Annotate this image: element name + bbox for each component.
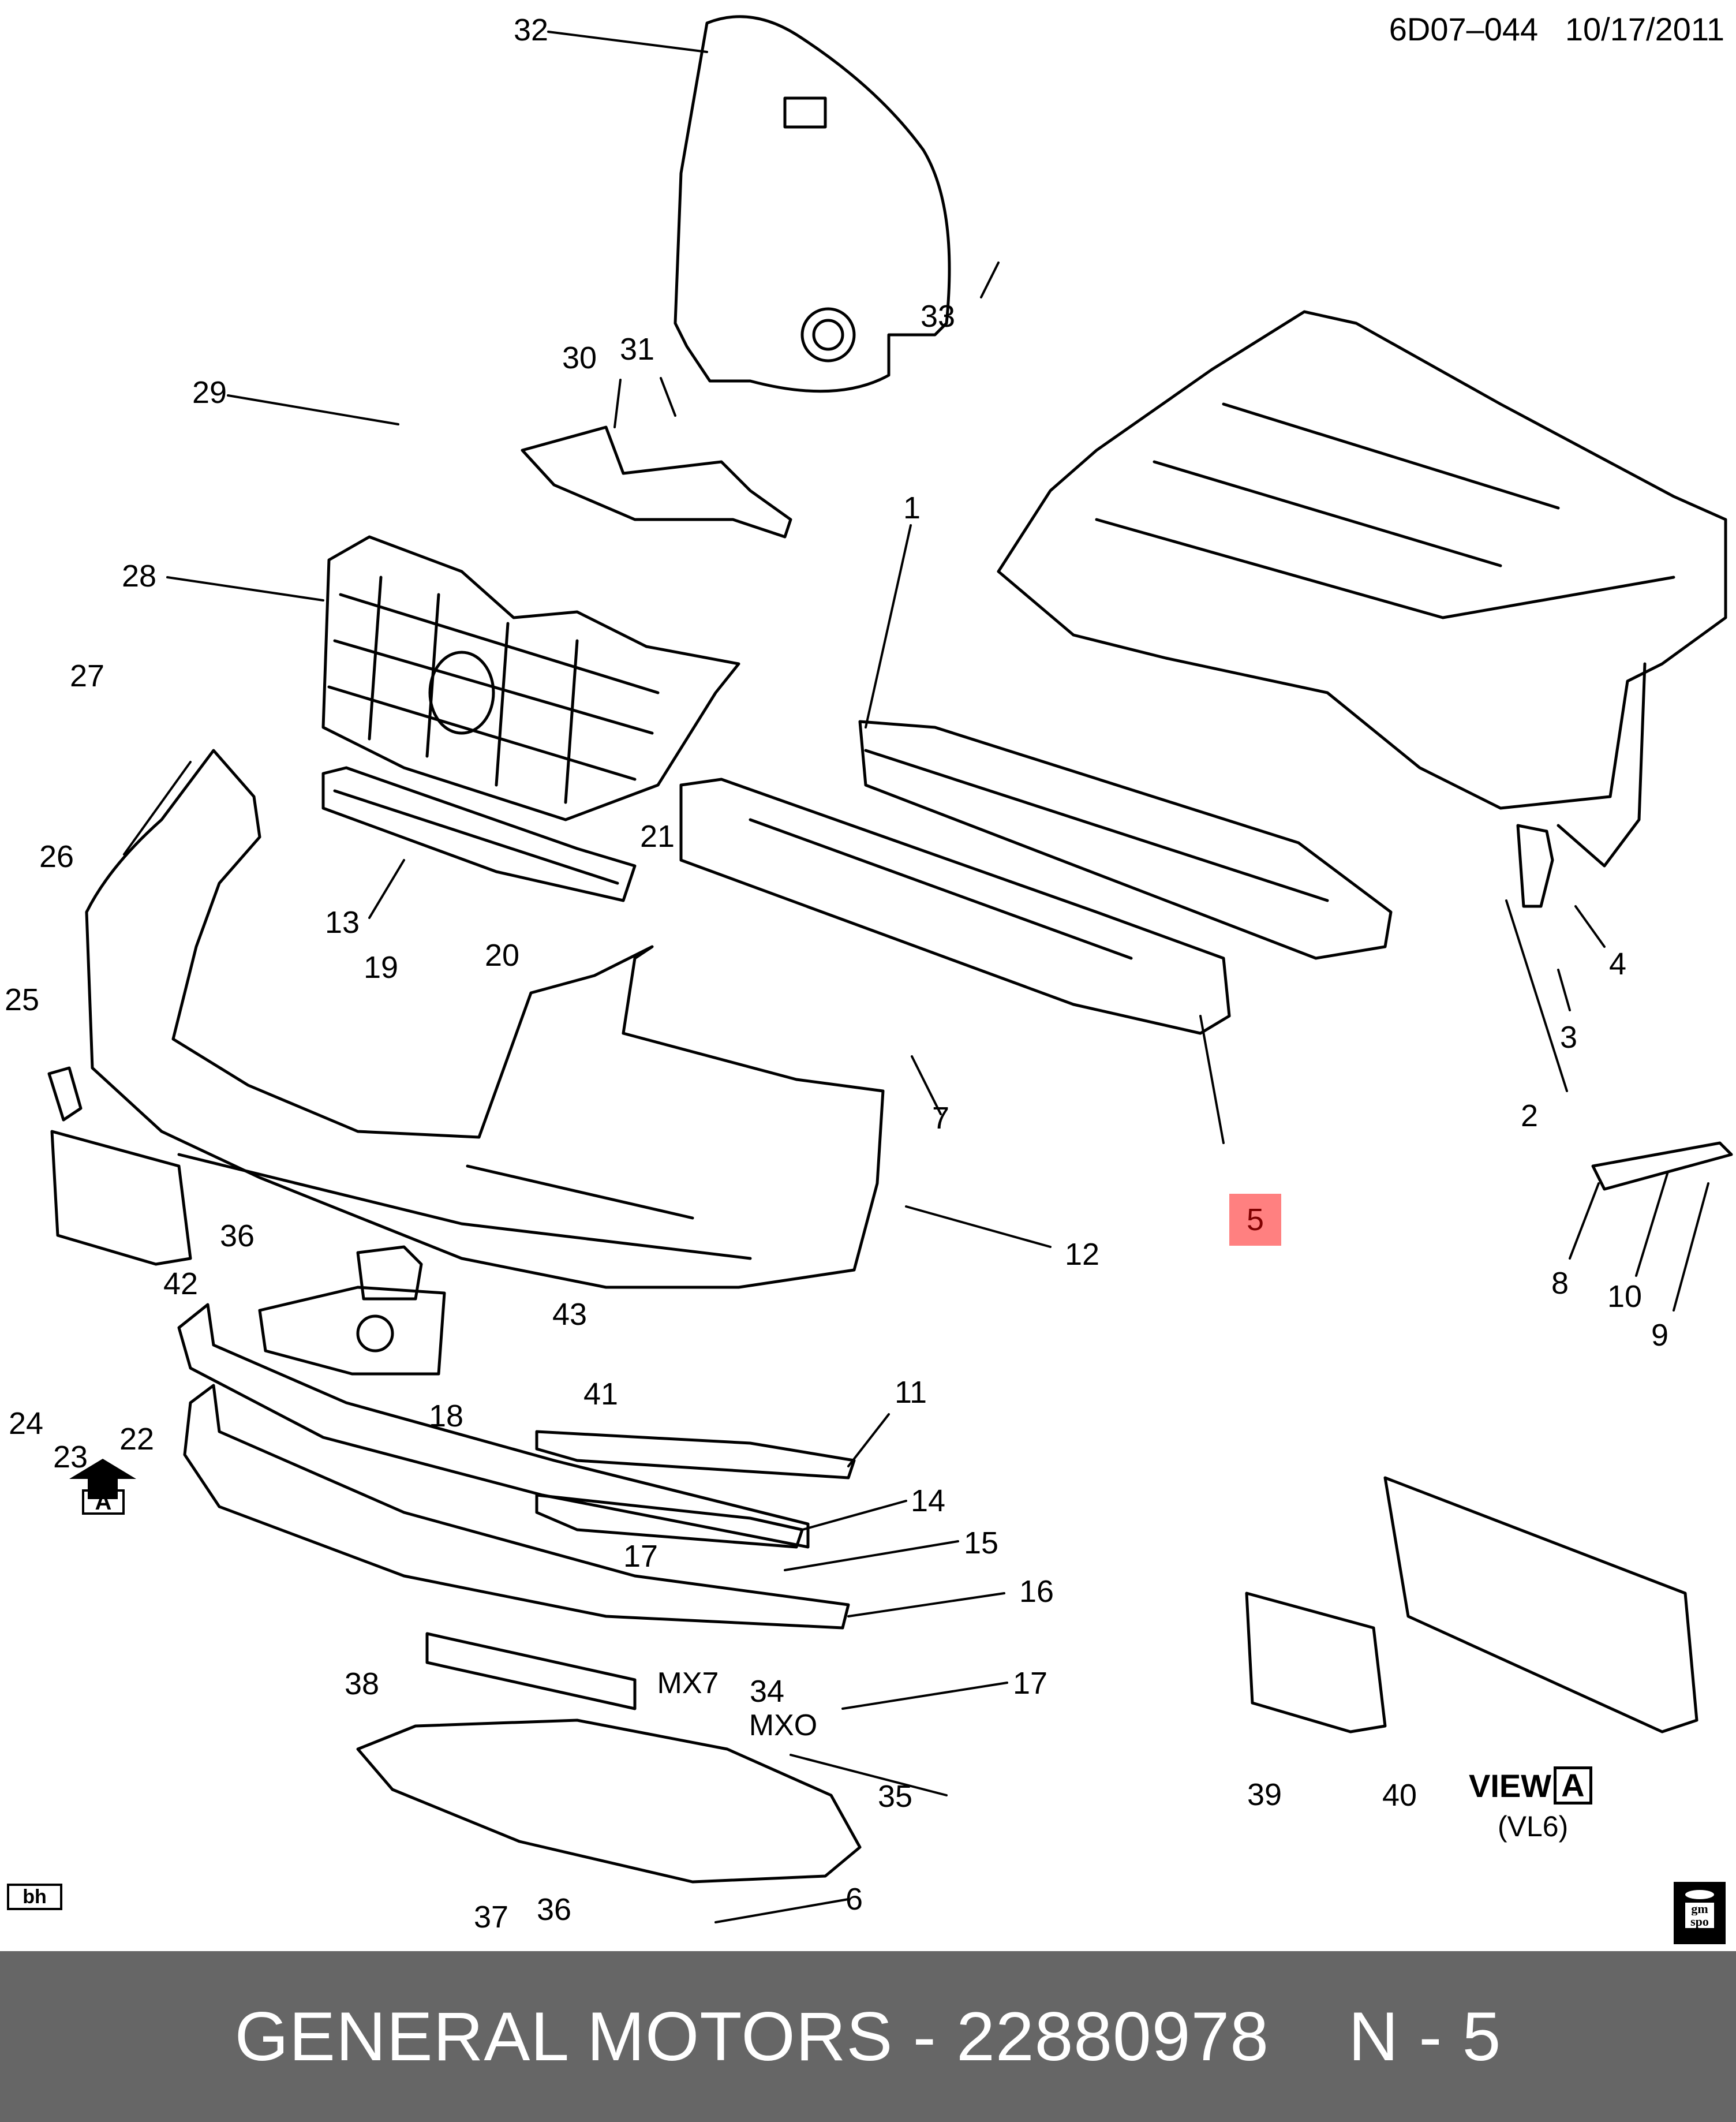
view-title-text: VIEW bbox=[1469, 1767, 1552, 1804]
callout-32[interactable]: 32 bbox=[513, 13, 549, 47]
callout-5-highlighted[interactable]: 5 bbox=[1229, 1194, 1281, 1246]
callout-8[interactable]: 8 bbox=[1551, 1266, 1569, 1301]
diagram-code: 6D07–044 bbox=[1389, 11, 1539, 47]
callout-9[interactable]: 9 bbox=[1651, 1318, 1669, 1353]
callout-20[interactable]: 20 bbox=[484, 938, 520, 973]
callout-23[interactable]: 23 bbox=[53, 1440, 88, 1474]
callout-1[interactable]: 1 bbox=[903, 491, 921, 525]
callout-26[interactable]: 26 bbox=[39, 839, 74, 874]
callout-43[interactable]: 43 bbox=[552, 1297, 588, 1332]
callout-15[interactable]: 15 bbox=[963, 1526, 999, 1560]
callout-18[interactable]: 18 bbox=[428, 1399, 464, 1433]
part-license-bracket bbox=[50, 1130, 1698, 1734]
callout-21[interactable]: 21 bbox=[639, 819, 675, 854]
part-impact-bar bbox=[858, 720, 1393, 960]
logo-oval bbox=[1685, 1890, 1714, 1899]
part-small-brackets bbox=[47, 824, 1733, 1191]
callout-25[interactable]: 25 bbox=[4, 982, 40, 1017]
diagram-header: 6D07–044 10/17/2011 bbox=[1389, 10, 1724, 48]
callout-17-upper[interactable]: 17 bbox=[623, 1539, 659, 1574]
callout-14[interactable]: 14 bbox=[910, 1484, 946, 1518]
diagram-date: 10/17/2011 bbox=[1565, 11, 1724, 47]
view-a-title: VIEW A bbox=[1469, 1766, 1592, 1805]
callout-16[interactable]: 16 bbox=[1019, 1574, 1054, 1609]
callout-41[interactable]: 41 bbox=[583, 1377, 619, 1411]
callout-19[interactable]: 19 bbox=[363, 950, 399, 985]
callout-40[interactable]: 40 bbox=[1382, 1778, 1417, 1813]
callout-24[interactable]: 24 bbox=[8, 1406, 44, 1441]
footer-text: GENERAL MOTORS - 22880978 N - 5 bbox=[235, 1997, 1502, 2076]
exploded-parts-diagram bbox=[47, 15, 1733, 1923]
footer-banner: GENERAL MOTORS - 22880978 N - 5 bbox=[0, 1951, 1736, 2122]
part-lower-trims bbox=[177, 1303, 856, 1630]
callout-12[interactable]: 12 bbox=[1064, 1237, 1100, 1272]
callout-38[interactable]: 38 bbox=[344, 1667, 380, 1701]
callout-17-lower[interactable]: 17 bbox=[1012, 1666, 1048, 1701]
callout-37[interactable]: 37 bbox=[473, 1900, 509, 1934]
callout-30[interactable]: 30 bbox=[562, 341, 597, 375]
leader-lines bbox=[123, 31, 1709, 1923]
part-energy-absorber bbox=[679, 778, 1231, 1035]
view-arrow-icon bbox=[69, 1459, 136, 1499]
callout-7[interactable]: 7 bbox=[931, 1101, 950, 1135]
callout-22[interactable]: 22 bbox=[119, 1422, 155, 1456]
option-note-mxo: MXO bbox=[749, 1709, 818, 1742]
footer-brand: GENERAL MOTORS bbox=[234, 1998, 893, 2075]
part-body-structure bbox=[997, 310, 1727, 868]
view-title-box: A bbox=[1554, 1766, 1592, 1805]
logo-text-spo: spo bbox=[1685, 1915, 1714, 1928]
part-fog-grille bbox=[356, 1245, 423, 1301]
view-a-subtitle: (VL6) bbox=[1498, 1810, 1569, 1843]
footer-separator: - bbox=[893, 1998, 957, 2075]
callout-34[interactable]: 34 bbox=[749, 1674, 785, 1709]
part-bracket bbox=[521, 425, 792, 539]
part-lower-grille bbox=[321, 766, 637, 902]
callout-36-lower[interactable]: 36 bbox=[536, 1892, 572, 1927]
callout-28[interactable]: 28 bbox=[121, 559, 157, 593]
option-note-mx7: MX7 bbox=[657, 1667, 719, 1700]
part-underbody-shield bbox=[356, 1632, 862, 1884]
bh-label: bh bbox=[7, 1884, 62, 1910]
footer-suffix: N - 5 bbox=[1348, 1998, 1502, 2075]
callout-42[interactable]: 42 bbox=[163, 1267, 199, 1301]
callout-29[interactable]: 29 bbox=[192, 375, 227, 410]
callout-4[interactable]: 4 bbox=[1608, 947, 1627, 981]
part-fog-lamp-bezel bbox=[258, 1286, 446, 1376]
callout-11[interactable]: 11 bbox=[894, 1375, 927, 1410]
view-a-marker[interactable]: A bbox=[82, 1489, 125, 1515]
callout-36-upper[interactable]: 36 bbox=[219, 1219, 255, 1253]
logo-text-gm: gm bbox=[1685, 1903, 1714, 1915]
part-grille bbox=[321, 535, 740, 821]
part-front-fascia bbox=[85, 749, 885, 1289]
callout-3[interactable]: 3 bbox=[1559, 1020, 1578, 1055]
callout-2[interactable]: 2 bbox=[1520, 1099, 1539, 1133]
callout-13[interactable]: 13 bbox=[324, 905, 360, 940]
callout-6[interactable]: 6 bbox=[845, 1882, 863, 1916]
gm-spo-logo-icon: gm spo bbox=[1674, 1882, 1726, 1944]
part-fender-liner bbox=[674, 15, 951, 393]
callout-31[interactable]: 31 bbox=[619, 332, 655, 367]
footer-part-number: 22880978 bbox=[956, 1998, 1269, 2075]
callout-27[interactable]: 27 bbox=[69, 659, 105, 693]
callout-10[interactable]: 10 bbox=[1607, 1279, 1643, 1314]
callout-35[interactable]: 35 bbox=[877, 1779, 913, 1814]
callout-33[interactable]: 33 bbox=[920, 299, 956, 334]
callout-39[interactable]: 39 bbox=[1247, 1777, 1282, 1812]
